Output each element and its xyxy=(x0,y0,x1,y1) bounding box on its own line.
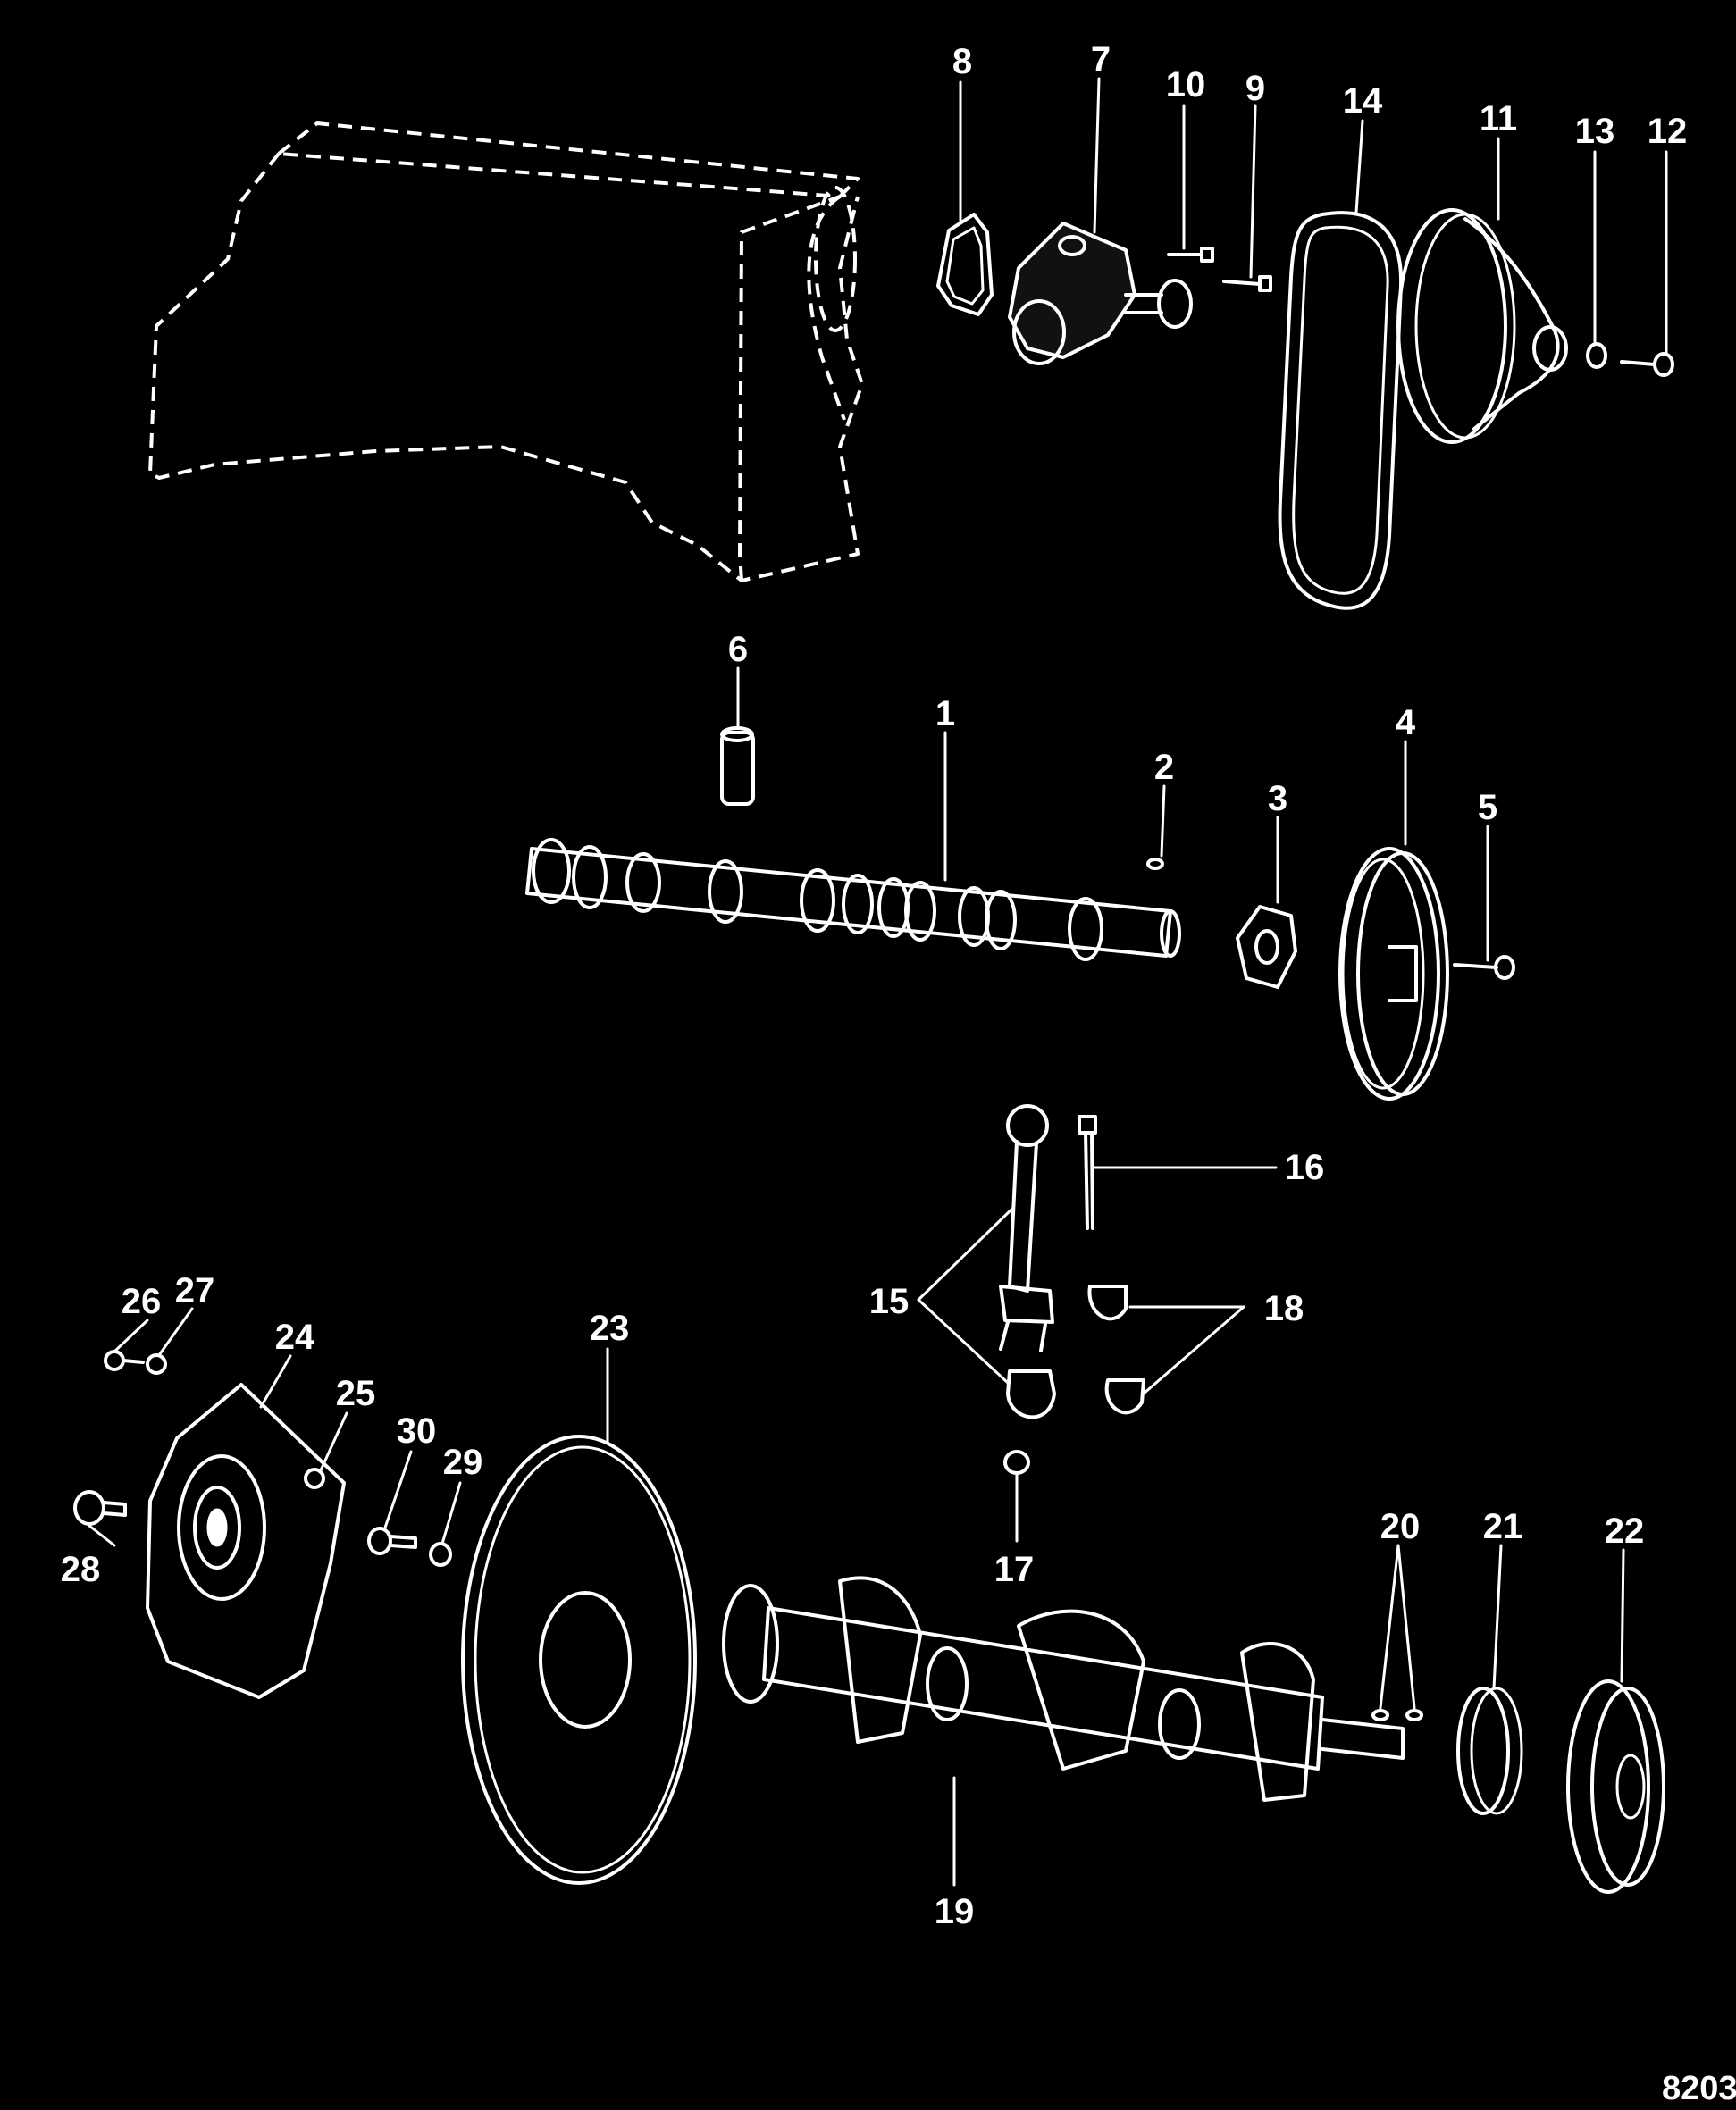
part-26-bolt xyxy=(104,1350,145,1371)
callout-1: 1 xyxy=(935,694,955,733)
engine-block-outline xyxy=(148,121,864,582)
figure-number: 8203 xyxy=(1662,2070,1736,2107)
callout-15: 15 xyxy=(869,1282,910,1321)
part-7-water-pump xyxy=(1008,222,1193,365)
callout-22: 22 xyxy=(1605,1511,1645,1551)
part-2-key xyxy=(1146,858,1164,870)
callout-20: 20 xyxy=(1380,1507,1421,1546)
callout-21: 21 xyxy=(1483,1507,1523,1546)
callout-6: 6 xyxy=(728,630,748,669)
callout-18: 18 xyxy=(1264,1289,1304,1328)
leader-lines xyxy=(88,77,1668,1887)
part-23-flywheel xyxy=(461,1435,697,1885)
part-9-bolt xyxy=(1222,275,1272,292)
part-11-pulley xyxy=(1396,208,1568,444)
part-19-crankshaft xyxy=(722,1576,1405,1802)
part-12-bolt xyxy=(1620,352,1674,377)
part-14-belt xyxy=(1278,211,1404,610)
callout-10: 10 xyxy=(1166,65,1206,105)
callout-26: 26 xyxy=(122,1282,162,1321)
callout-25: 25 xyxy=(336,1374,376,1413)
callout-9: 9 xyxy=(1245,69,1265,108)
callout-11: 11 xyxy=(1480,99,1517,138)
part-1-camshaft xyxy=(525,838,1181,961)
callout-5: 5 xyxy=(1478,788,1497,827)
callout-17: 17 xyxy=(994,1550,1035,1589)
callout-27: 27 xyxy=(175,1271,215,1310)
part-22-balancer xyxy=(1566,1679,1665,1894)
part-17-rod-nut xyxy=(1003,1450,1030,1475)
callout-19: 19 xyxy=(935,1892,975,1931)
part-29-washer xyxy=(429,1542,452,1567)
callout-12: 12 xyxy=(1648,112,1688,151)
part-4-cam-gear xyxy=(1338,847,1449,1101)
callout-16: 16 xyxy=(1285,1148,1325,1187)
callout-24: 24 xyxy=(275,1318,315,1357)
callout-13: 13 xyxy=(1575,112,1615,151)
callout-labels: 8 7 10 9 14 11 13 12 6 1 2 3 4 5 16 15 1… xyxy=(61,40,1688,1931)
part-18-rod-bearings xyxy=(1087,1285,1145,1415)
callout-7: 7 xyxy=(1091,40,1111,80)
callout-3: 3 xyxy=(1268,779,1287,818)
callout-4: 4 xyxy=(1396,703,1416,742)
part-27-washer xyxy=(146,1353,167,1375)
callout-14: 14 xyxy=(1343,81,1383,121)
part-5-bolt xyxy=(1453,955,1515,980)
part-28-bolt xyxy=(73,1490,127,1526)
callout-28: 28 xyxy=(61,1550,101,1589)
part-21-crank-gear xyxy=(1456,1687,1523,1815)
part-13-washer xyxy=(1586,342,1607,369)
part-24-plate xyxy=(146,1383,346,1699)
callout-8: 8 xyxy=(952,42,972,81)
callout-29: 29 xyxy=(443,1443,483,1482)
callout-2: 2 xyxy=(1154,748,1174,787)
part-16-rod-bolt xyxy=(1078,1115,1097,1230)
part-3-thrust-plate xyxy=(1236,905,1297,989)
part-8-gasket xyxy=(936,213,994,316)
part-20-keys xyxy=(1371,1709,1423,1721)
part-30-bolt xyxy=(367,1527,417,1555)
callout-23: 23 xyxy=(590,1309,630,1348)
part-10-bolt xyxy=(1167,247,1214,263)
part-6-lifter xyxy=(720,726,755,806)
callout-30: 30 xyxy=(397,1411,437,1451)
part-25-dowel xyxy=(304,1468,325,1489)
part-15-connecting-rod xyxy=(999,1104,1056,1419)
